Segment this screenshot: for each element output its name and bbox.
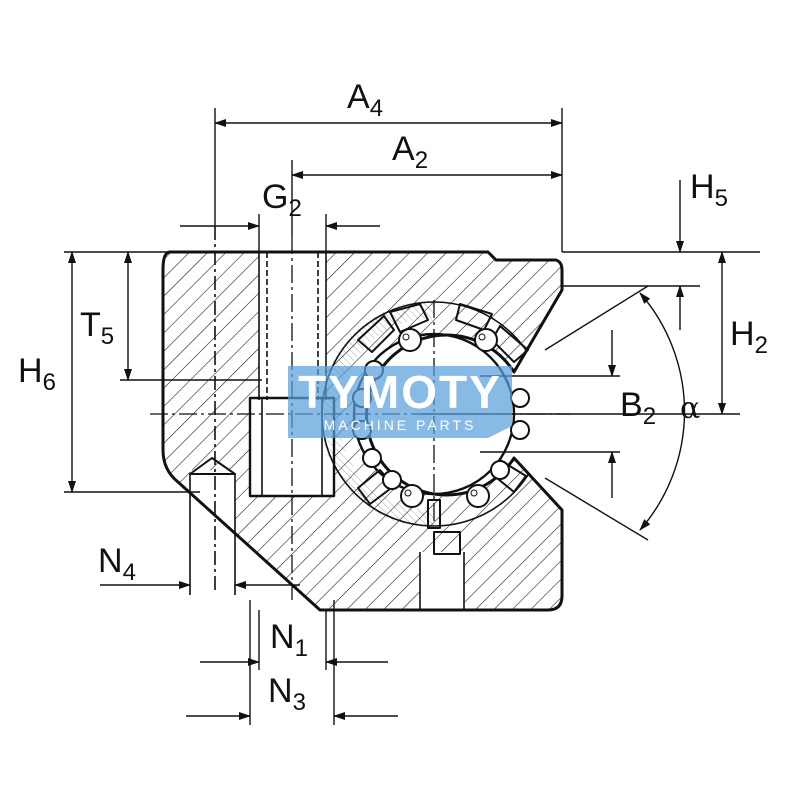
label-h2: H2 [730, 315, 768, 359]
label-b2: B2 [620, 386, 656, 430]
label-h6: H6 [18, 352, 56, 396]
label-n3: N3 [268, 672, 306, 716]
label-alpha: α [680, 391, 700, 426]
watermark-brand: TYMOTY [298, 366, 502, 418]
label-h5: H5 [690, 168, 728, 212]
watermark-logo: TYMOTY MACHINE PARTS [288, 366, 512, 438]
dimension-lines [68, 119, 726, 720]
dowel-hole [189, 226, 236, 595]
watermark-tagline: MACHINE PARTS [324, 417, 477, 433]
label-n1: N1 [270, 618, 308, 662]
watermark-background [288, 366, 512, 438]
grease-nipple [419, 499, 465, 610]
label-n4: N4 [98, 542, 136, 586]
dimension-labels: A4 A2 G2 H5 H6 T5 H2 B2 α N4 N1 N3 [18, 78, 768, 716]
label-a2: A2 [392, 130, 428, 174]
label-a4: A4 [347, 78, 383, 122]
label-g2: G2 [262, 178, 302, 222]
label-t5: T5 [80, 306, 114, 350]
